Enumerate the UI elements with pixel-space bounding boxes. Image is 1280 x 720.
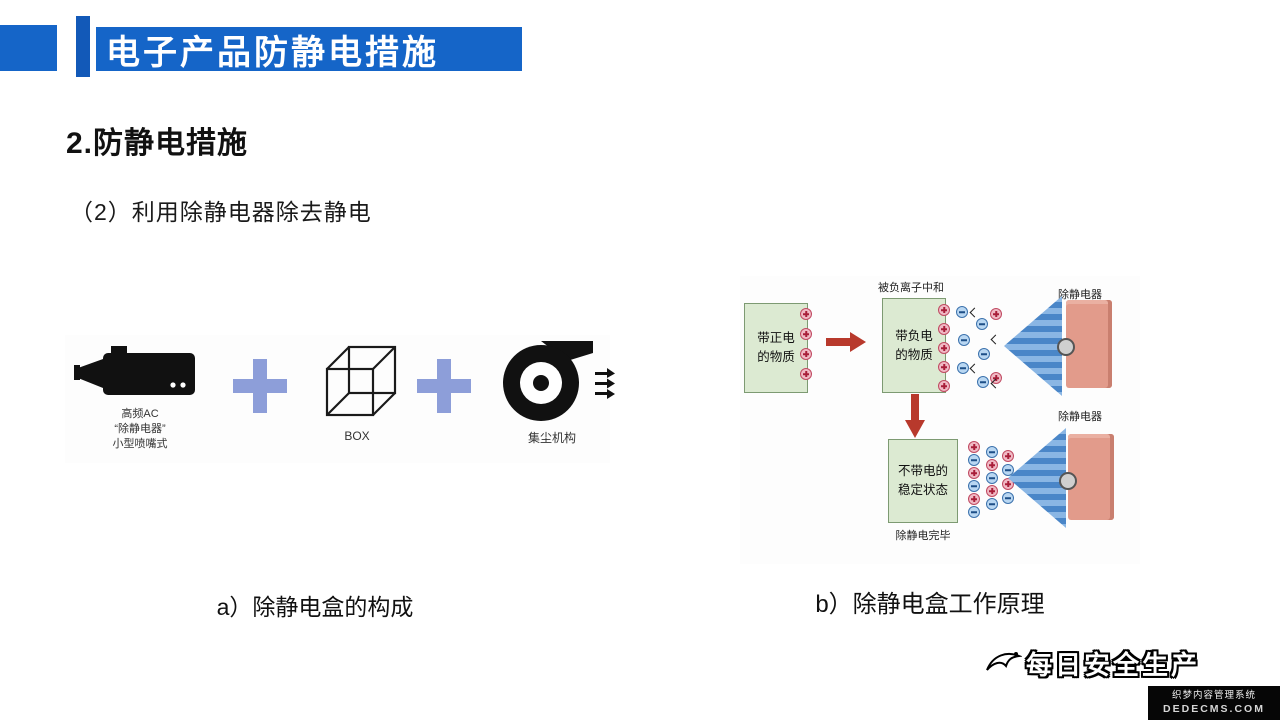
positive-ion-icon — [938, 304, 950, 316]
negative-box: 带负电 的物质 — [882, 298, 946, 393]
positive-ion-icon — [990, 308, 1002, 320]
negative-ion-icon — [956, 306, 968, 318]
cms-name: 织梦内容管理系统 — [1171, 689, 1256, 701]
figure-a-caption: a）除静电盒的构成 — [216, 594, 414, 620]
positive-ion-icon — [938, 323, 950, 335]
left-arrow-icon — [969, 363, 980, 374]
section-subheading: （2）利用除静电器除去静电 — [70, 199, 372, 225]
negative-ion-icon — [968, 480, 980, 492]
positive-ion-icon — [986, 459, 998, 471]
plus-icon — [233, 359, 287, 413]
header-accent-block — [0, 25, 57, 71]
negative-ion-icon — [968, 454, 980, 466]
eliminator-label-bottom: 除静电器 — [1058, 411, 1102, 423]
left-arrow-icon — [990, 334, 1001, 345]
negative-ion-icon — [957, 362, 969, 374]
eliminator-label-top: 除静电器 — [1058, 289, 1102, 301]
header-accent-stripe — [76, 16, 90, 77]
positive-box-line1: 带正电 — [757, 331, 795, 346]
positive-ion-icon — [968, 467, 980, 479]
fan-label: 集尘机构 — [527, 431, 576, 445]
bird-logo-icon — [986, 652, 1022, 671]
ion-cone-icon — [1004, 296, 1062, 396]
section-heading: 2.防静电措施 — [66, 127, 249, 160]
brand-watermark: 每日安全生产 — [982, 642, 1200, 684]
plus-icon — [417, 359, 471, 413]
positive-ion-icon — [938, 361, 950, 373]
positive-ion-icon — [800, 348, 812, 360]
eliminator-device-icon — [1059, 434, 1114, 520]
neutral-box: 不带电的 稳定状态 — [888, 439, 958, 523]
title-banner: 电子产品防静电措施 — [96, 27, 522, 72]
positive-ion-icon — [986, 485, 998, 497]
wheel-icon — [1059, 472, 1077, 490]
negative-ion-icon — [976, 318, 988, 330]
positive-ion-icon — [938, 380, 950, 392]
box-label: BOX — [344, 429, 370, 443]
positive-ion-icon — [938, 342, 950, 354]
negative-ion-icon — [978, 348, 990, 360]
box-cube-icon — [325, 345, 397, 417]
ionizer-label-line3: 小型喷嘴式 — [112, 437, 168, 450]
ionizer-device-label: 高频AC “除静电器” 小型喷嘴式 — [65, 407, 215, 452]
negative-box-line2: 的物质 — [895, 347, 933, 362]
ionizer-device-icon — [74, 346, 195, 395]
negative-ion-icon — [986, 472, 998, 484]
positive-ion-icon — [800, 368, 812, 380]
left-arrow-icon — [969, 307, 980, 318]
complete-label: 除静电完毕 — [895, 530, 951, 542]
positive-ion-icon — [968, 493, 980, 505]
negative-ion-icon — [986, 498, 998, 510]
ion-cone-icon — [1008, 428, 1066, 528]
figure-a-diagram: 高频AC “除静电器” 小型喷嘴式 BOX — [65, 335, 615, 463]
neutralize-label: 被负离子中和 — [878, 282, 944, 294]
brand-text: 每日安全生产 — [1026, 649, 1201, 680]
ionizer-label-line2: “除静电器” — [114, 422, 166, 435]
cms-badge: 织梦内容管理系统 DEDECMS.COM — [1148, 686, 1280, 720]
figure-b-diagram: 被负离子中和 除静电器 带正电 的物质 带负电 的物质 — [740, 276, 1140, 564]
ionizer-label-line1: 高频AC — [121, 408, 159, 420]
negative-ion-icon — [1002, 464, 1014, 476]
neutral-box-line1: 不带电的 — [897, 464, 948, 479]
positive-ion-icon — [990, 372, 1002, 384]
negative-box-line1: 带负电 — [895, 328, 933, 343]
positive-ion-icon — [800, 328, 812, 340]
down-arrow-icon — [905, 394, 925, 438]
cms-domain: DEDECMS.COM — [1163, 703, 1265, 716]
eliminator-device-icon — [1057, 300, 1112, 388]
wheel-icon — [1057, 338, 1075, 356]
positive-ion-icon — [968, 441, 980, 453]
negative-ion-icon — [977, 376, 989, 388]
negative-ion-icon — [968, 506, 980, 518]
positive-ion-icon — [1002, 450, 1014, 462]
negative-ion-icon — [958, 334, 970, 346]
negative-ion-icon — [986, 446, 998, 458]
fan-icon — [503, 341, 615, 421]
positive-box-line2: 的物质 — [757, 350, 795, 364]
slide-title: 电子产品防静电措施 — [106, 33, 439, 72]
positive-box: 带正电 的物质 — [744, 303, 808, 393]
positive-ion-icon — [1002, 478, 1014, 490]
negative-ion-icon — [1002, 492, 1014, 504]
neutral-box-line2: 稳定状态 — [897, 483, 948, 497]
positive-ion-icon — [800, 308, 812, 320]
right-arrow-icon — [826, 332, 866, 352]
figure-b-caption: b）除静电盒工作原理 — [815, 591, 1045, 618]
